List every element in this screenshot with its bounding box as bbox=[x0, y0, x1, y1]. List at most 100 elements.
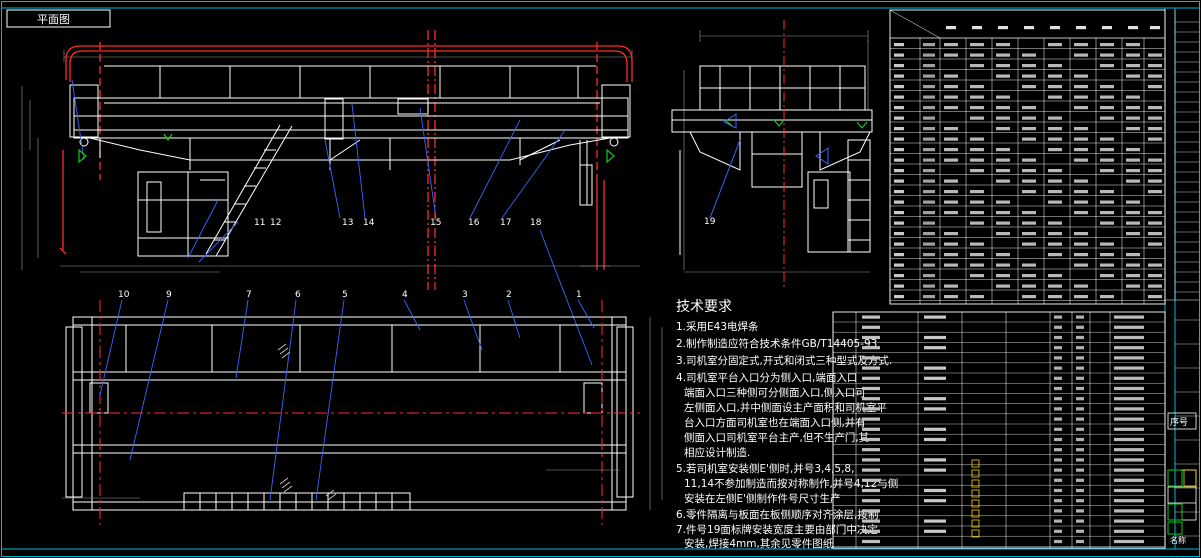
cell-glyphs bbox=[1054, 458, 1062, 462]
cell-glyphs bbox=[1100, 158, 1114, 162]
cell-glyphs bbox=[924, 468, 946, 472]
cell-glyphs bbox=[1054, 397, 1062, 401]
cell-glyphs bbox=[1076, 509, 1084, 513]
cell-glyphs bbox=[944, 190, 958, 194]
cell-glyphs bbox=[862, 407, 880, 411]
cell-glyphs bbox=[1022, 127, 1036, 131]
cell-glyphs bbox=[1048, 148, 1062, 152]
cell-glyphs bbox=[1114, 335, 1144, 340]
cell-glyphs bbox=[944, 74, 958, 78]
cell-glyphs bbox=[970, 158, 984, 162]
tech-line-4: 4.司机室平台入口分为侧入口,端面入口 bbox=[676, 371, 857, 384]
cell-glyphs bbox=[862, 458, 880, 462]
tech-line-11: 11,14不参加制造而按对称制作,并号4,12与侧 bbox=[684, 477, 898, 490]
cell-glyphs bbox=[894, 53, 904, 57]
cell-glyphs bbox=[1074, 127, 1088, 131]
cell-glyphs bbox=[862, 499, 880, 503]
cell-glyphs bbox=[1022, 263, 1036, 267]
cell-glyphs bbox=[1100, 190, 1114, 194]
cell-glyphs bbox=[894, 127, 904, 131]
cell-glyphs bbox=[923, 127, 935, 131]
cell-glyphs bbox=[1022, 190, 1036, 194]
tech-line-3: 3.司机室分固定式,开式和闭式三种型式及方式. bbox=[676, 354, 892, 367]
cell-glyphs bbox=[1054, 488, 1062, 493]
checkbox-square bbox=[971, 509, 980, 518]
cell-glyphs bbox=[970, 169, 984, 173]
cell-glyphs bbox=[923, 179, 935, 183]
cell-glyphs bbox=[996, 95, 1010, 99]
cell-glyphs bbox=[923, 74, 935, 78]
cell-glyphs bbox=[970, 53, 984, 57]
cell-glyphs bbox=[894, 284, 904, 288]
cell-glyphs bbox=[1114, 539, 1144, 544]
cell-glyphs bbox=[1100, 116, 1114, 120]
cell-glyphs bbox=[894, 274, 904, 278]
cell-glyphs bbox=[1100, 148, 1114, 152]
cell-glyphs bbox=[1114, 386, 1144, 391]
cell-glyphs bbox=[894, 137, 904, 141]
cell-glyphs bbox=[1148, 190, 1162, 194]
cell-glyphs bbox=[1126, 127, 1140, 131]
cell-glyphs bbox=[1076, 519, 1084, 523]
cell-glyphs bbox=[1126, 116, 1140, 120]
cell-glyphs bbox=[894, 148, 904, 152]
cell-glyphs bbox=[1114, 509, 1144, 513]
cell-glyphs bbox=[1114, 315, 1144, 319]
cell-glyphs bbox=[894, 242, 904, 246]
cell-glyphs bbox=[996, 148, 1010, 152]
cell-glyphs bbox=[894, 43, 904, 47]
cell-glyphs bbox=[923, 190, 935, 194]
cell-glyphs bbox=[1074, 295, 1088, 299]
cell-glyphs bbox=[970, 242, 984, 246]
cell-glyphs bbox=[1076, 478, 1084, 482]
cell-glyphs bbox=[1114, 427, 1144, 431]
cell-glyphs bbox=[1076, 417, 1084, 421]
cell-glyphs bbox=[1048, 274, 1062, 278]
cell-glyphs bbox=[923, 200, 935, 204]
spec-table bbox=[889, 9, 1199, 305]
cell-glyphs bbox=[1114, 468, 1144, 472]
cell-glyphs bbox=[862, 386, 880, 391]
front-elevation: 11 12 13 14 15 16 17 18 bbox=[21, 30, 640, 366]
checkbox-square bbox=[971, 469, 980, 478]
cell-glyphs bbox=[924, 437, 946, 442]
cell-glyphs bbox=[1024, 26, 1034, 30]
cell-glyphs bbox=[1114, 346, 1144, 350]
cell-glyphs bbox=[1114, 366, 1144, 370]
cell-glyphs bbox=[944, 263, 958, 267]
cell-glyphs bbox=[923, 284, 935, 288]
cell-glyphs bbox=[894, 211, 904, 215]
cell-glyphs bbox=[1100, 169, 1114, 173]
cell-glyphs bbox=[1100, 242, 1114, 246]
cell-glyphs bbox=[1022, 158, 1036, 162]
callout-6: 6 bbox=[295, 290, 301, 300]
tech-line-7: 台入口方面司机室也在端面入口侧,并有 bbox=[684, 416, 866, 429]
cell-glyphs bbox=[1074, 253, 1088, 257]
cell-glyphs bbox=[923, 148, 935, 152]
title-frame-label-b: 名称 bbox=[1170, 535, 1186, 545]
cell-glyphs bbox=[1100, 137, 1114, 141]
cell-glyphs bbox=[970, 116, 984, 120]
cell-glyphs bbox=[1074, 95, 1088, 99]
cell-glyphs bbox=[944, 95, 958, 99]
checkbox-square bbox=[971, 519, 980, 528]
cell-glyphs bbox=[1076, 448, 1084, 452]
cell-glyphs bbox=[1076, 376, 1084, 380]
cell-glyphs bbox=[923, 137, 935, 141]
cell-glyphs bbox=[1076, 315, 1084, 319]
cell-glyphs bbox=[1076, 468, 1084, 472]
cell-glyphs bbox=[1054, 519, 1062, 523]
tech-line-10: 5.若司机室安装侧E'侧时,并号3,4,5,8, bbox=[676, 462, 854, 475]
cell-glyphs bbox=[1076, 539, 1084, 544]
cell-glyphs bbox=[1148, 179, 1162, 183]
cell-glyphs bbox=[1148, 221, 1162, 225]
cell-glyphs bbox=[924, 335, 946, 340]
cell-glyphs bbox=[894, 106, 904, 110]
callout-14: 14 bbox=[363, 218, 375, 228]
cell-glyphs bbox=[923, 274, 935, 278]
cell-glyphs bbox=[944, 284, 958, 288]
cell-glyphs bbox=[996, 169, 1010, 173]
cell-glyphs bbox=[924, 529, 946, 533]
title-frame-label-a: 序号 bbox=[1170, 416, 1188, 428]
cell-glyphs bbox=[1048, 95, 1062, 99]
